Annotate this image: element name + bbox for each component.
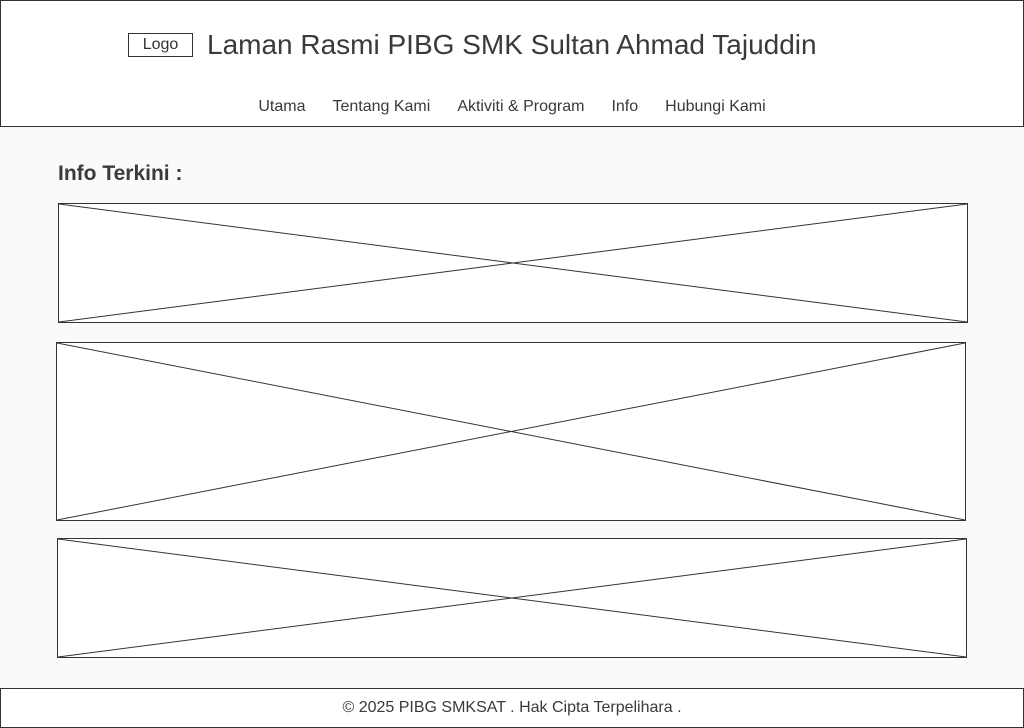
nav-item-utama[interactable]: Utama <box>258 98 306 115</box>
logo-label: Logo <box>142 36 179 53</box>
nav-item-tentang-kami[interactable]: Tentang Kami <box>332 98 431 115</box>
site-title: Laman Rasmi PIBG SMK Sultan Ahmad Tajudd… <box>207 29 817 60</box>
image-placeholder-icon <box>57 343 965 520</box>
nav-item-info[interactable]: Info <box>611 98 639 115</box>
image-placeholder-icon <box>59 204 967 322</box>
site-header: Logo Laman Rasmi PIBG SMK Sultan Ahmad T… <box>0 0 1024 89</box>
nav-item-aktiviti-program[interactable]: Aktiviti & Program <box>457 98 585 115</box>
news-image-placeholder-2[interactable] <box>56 342 966 521</box>
copyright-text: © 2025 PIBG SMKSAT . Hak Cipta Terpeliha… <box>342 699 682 716</box>
site-footer: © 2025 PIBG SMKSAT . Hak Cipta Terpeliha… <box>0 688 1024 728</box>
logo[interactable]: Logo <box>128 33 193 57</box>
news-image-placeholder-3[interactable] <box>57 538 967 658</box>
news-image-placeholder-1[interactable] <box>58 203 968 323</box>
image-placeholder-icon <box>58 539 966 657</box>
nav-item-hubungi-kami[interactable]: Hubungi Kami <box>665 98 766 115</box>
main-nav: Utama Tentang Kami Aktiviti & Program In… <box>0 88 1024 127</box>
section-title: Info Terkini : <box>58 162 183 185</box>
